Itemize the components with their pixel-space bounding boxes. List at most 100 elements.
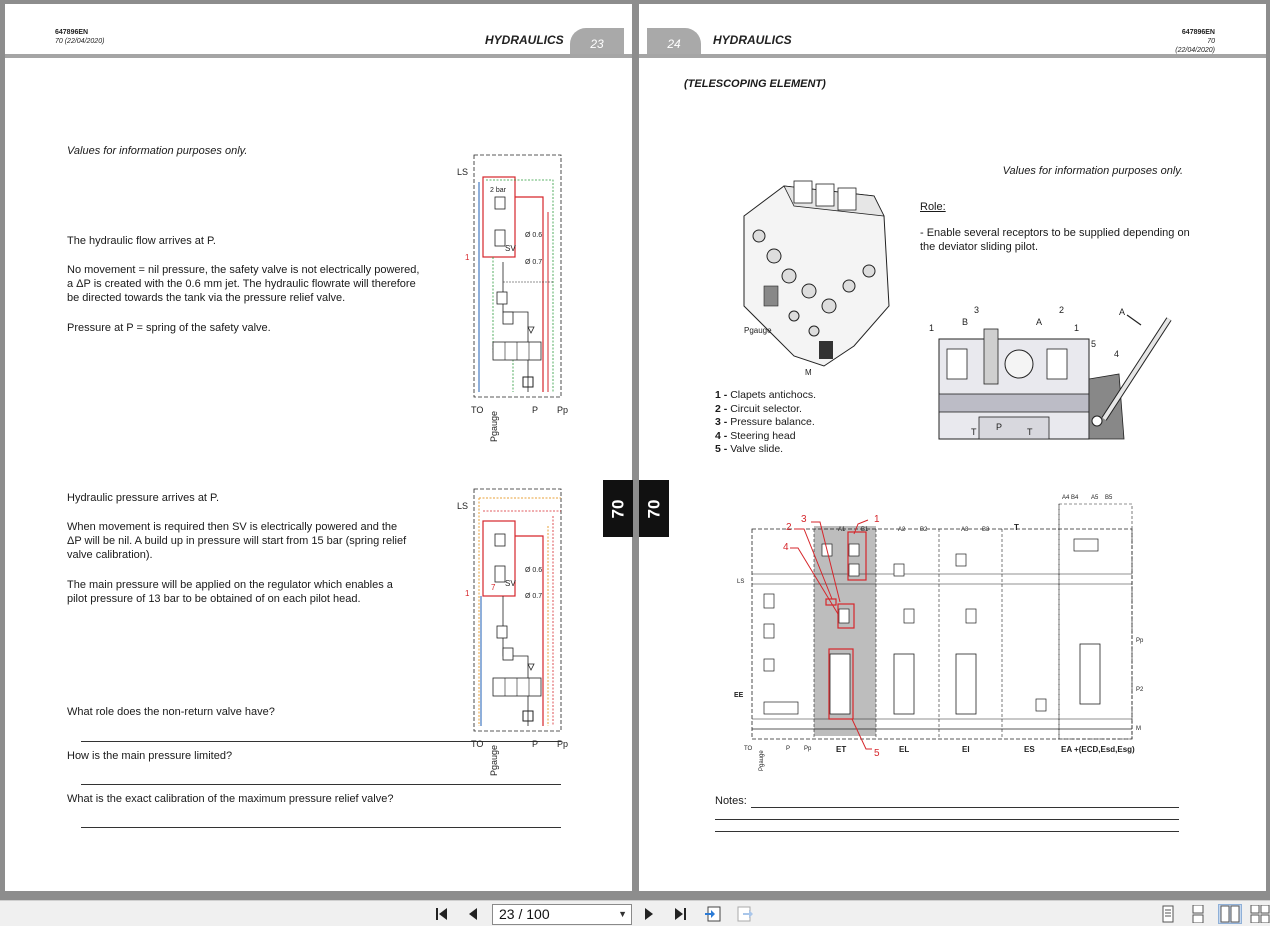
port-b5: B5	[1105, 495, 1113, 501]
legend-item: 5 - Valve slide.	[715, 443, 784, 455]
chapter-tab-right: 70	[639, 480, 669, 537]
b-label: B	[962, 317, 968, 327]
p2-label: P2	[1136, 687, 1144, 693]
role-text: the deviator sliding pilot.	[920, 241, 1039, 253]
page-23: 647896EN 70 (22/04/2020) HYDRAULICS 23 V…	[5, 4, 632, 891]
ee-label: EE	[734, 692, 744, 699]
answer-line	[81, 741, 561, 742]
continuous-facing-icon	[1250, 905, 1270, 923]
header-rule	[639, 54, 1266, 58]
info-note: Values for information purposes only.	[67, 145, 248, 157]
t-label: T	[971, 427, 977, 437]
viewer-toolbar: 23 / 100 ▼	[0, 900, 1270, 926]
jet-07-label: Ø 0.7	[525, 593, 542, 600]
port-a5: A5	[1091, 495, 1099, 501]
paragraph: be directed towards the tank via the pre…	[67, 292, 346, 304]
pgauge-label: Pgauge	[489, 411, 499, 442]
page-indicator: 23 / 100	[499, 906, 550, 922]
last-page-button[interactable]	[668, 904, 690, 924]
page-number-input[interactable]: 23 / 100 ▼	[492, 904, 632, 925]
paragraph: The main pressure will be applied on the…	[67, 579, 393, 591]
facing-view-button[interactable]	[1218, 904, 1242, 924]
question-2: How is the main pressure limited?	[67, 750, 233, 762]
telescoping-hydraulic-schematic: A1 B1 A2 B2 A3 B3 T A4 B4 A5 B5 LS EE Pp…	[734, 495, 1144, 771]
port-b2: B2	[920, 527, 928, 533]
hydraulic-schematic-active: LS SV 7 Ø 0.6 Ø 0.7 1 TO P Pp Pgauge	[457, 488, 568, 776]
doc-code: 647896EN	[1181, 29, 1215, 36]
ls-label: LS	[737, 579, 744, 585]
a-label: A	[1036, 317, 1042, 327]
hydraulic-schematic-idle: LS 2 bar SV Ø 0.6 Ø 0.7 1 TO P Pp Pgauge	[457, 154, 568, 442]
p-label: P	[532, 739, 538, 749]
section-es: ES	[1024, 745, 1035, 754]
callout-1: 1	[1074, 323, 1079, 333]
continuous-facing-view-button[interactable]	[1250, 904, 1270, 924]
paragraph: The hydraulic flow arrives at P.	[67, 235, 216, 247]
section-ea: EA +(ECD,Esd,Esg)	[1061, 745, 1135, 754]
previous-page-icon	[469, 908, 477, 920]
item-1-label: 1	[465, 589, 470, 598]
jet-06-label: Ø 0.6	[525, 567, 542, 574]
p-label: P	[786, 746, 790, 752]
single-page-view-button[interactable]	[1156, 904, 1180, 924]
port-a1: A1	[838, 527, 846, 533]
paragraph: ΔP will be nil. A build up in pressure w…	[67, 535, 407, 547]
pgauge-label: Pgauge	[489, 745, 499, 776]
last-page-icon	[675, 908, 686, 920]
callout-3: 3	[974, 305, 979, 315]
pgauge-label: Pgauge	[744, 326, 772, 335]
answer-line	[81, 784, 561, 785]
continuous-view-button[interactable]	[1186, 904, 1210, 924]
chevron-down-icon[interactable]: ▼	[618, 909, 627, 919]
arrow-a-label: A	[1119, 307, 1125, 317]
m-label: M	[1136, 726, 1141, 732]
p-label: P	[532, 405, 538, 415]
callout-3: 3	[801, 514, 807, 525]
paragraph: valve calibration).	[67, 549, 153, 561]
doc-code: 647896EN	[55, 29, 89, 36]
forward-view-button[interactable]	[734, 904, 756, 924]
doc-revision: 70 (22/04/2020)	[1175, 38, 1215, 54]
sv-label: SV	[505, 244, 516, 253]
callout-2: 2	[786, 522, 792, 533]
port-a4b4: A4 B4	[1062, 495, 1079, 501]
paragraph: No movement = nil pressure, the safety v…	[67, 264, 420, 276]
port-b1: B1	[861, 527, 869, 533]
section-title: HYDRAULICS	[485, 33, 564, 47]
legend-item: 2 - Circuit selector.	[715, 402, 802, 415]
port-b3: B3	[982, 527, 990, 533]
notes-line	[715, 819, 1179, 820]
section-el: EL	[899, 745, 909, 754]
p-label: P	[996, 422, 1002, 432]
answer-line	[81, 827, 561, 828]
doc-reference: 647896EN 70 (22/04/2020)	[55, 28, 104, 46]
callout-2: 2	[1059, 305, 1064, 315]
callout-1: 1	[929, 323, 934, 333]
page-number-tab: 24	[647, 28, 701, 58]
section-ei: EI	[962, 745, 970, 754]
chapter-tab-left: 70	[603, 480, 633, 537]
valve-cross-section: T P T B A 1 1 2 3 4 5 A	[929, 305, 1172, 440]
first-page-icon	[436, 908, 447, 920]
legend-item: 1 - Clapets antichocs.	[715, 389, 816, 401]
notes-label: Notes:	[715, 795, 747, 807]
paragraph: pilot pressure of 13 bar to be obtained …	[67, 593, 361, 605]
doc-revision: 70 (22/04/2020)	[55, 38, 105, 45]
page-number-tab: 23	[570, 28, 624, 58]
first-page-button[interactable]	[432, 904, 454, 924]
callout-1: 1	[874, 514, 880, 525]
single-page-icon	[1162, 905, 1174, 923]
section-et: ET	[836, 745, 846, 754]
pp-label: Pp	[1136, 638, 1144, 644]
back-view-button[interactable]	[702, 904, 724, 924]
previous-page-button[interactable]	[462, 904, 484, 924]
back-view-icon	[705, 906, 721, 922]
paragraph: Hydraulic pressure arrives at P.	[67, 492, 220, 504]
jet-06-label: Ø 0.6	[525, 232, 542, 239]
legend-item: 3 - Pressure balance.	[715, 416, 815, 428]
next-page-button[interactable]	[638, 904, 660, 924]
page-heading: (TELESCOPING ELEMENT)	[684, 78, 826, 90]
item-7-label: 7	[491, 583, 496, 592]
next-page-icon	[645, 908, 653, 920]
